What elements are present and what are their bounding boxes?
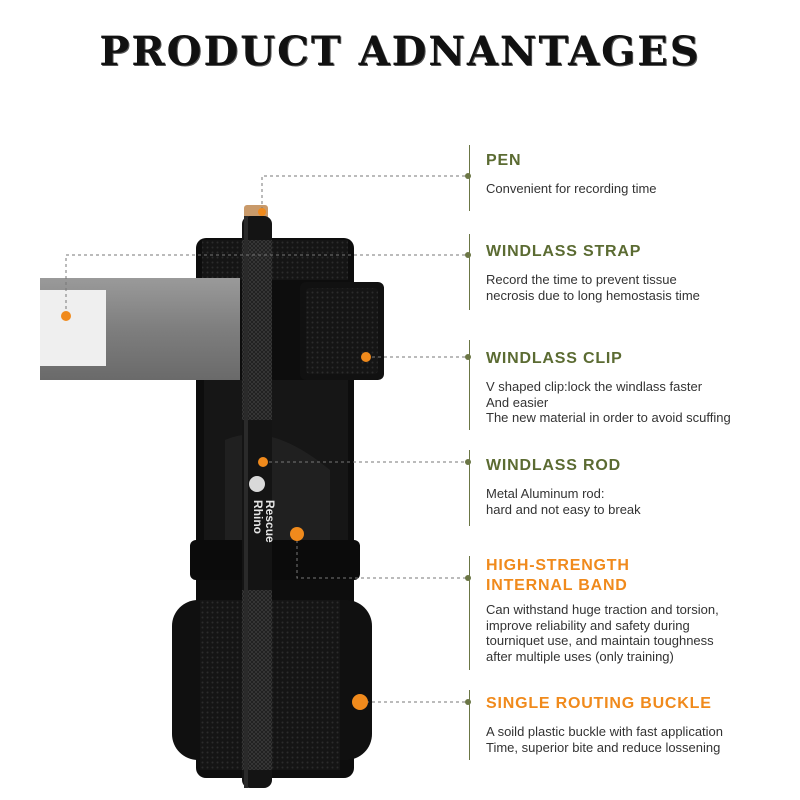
marker-rod [258,457,268,467]
separator-buckle [469,690,470,760]
brand-name-line2: Rescue [263,500,277,543]
feature-pen: PEN Convenient for recording time [486,151,786,197]
separator-pen [469,145,470,211]
page-title: PRODUCT ADNANTAGES [99,28,701,75]
feature-single-routing-buckle: SINGLE ROUTING BUCKLE A soild plastic bu… [486,694,786,755]
feature-windlass-clip: WINDLASS CLIP V shaped clip:lock the win… [486,349,786,426]
feature-description: V shaped clip:lock the windlass faster A… [486,379,731,425]
separator-strap [469,234,470,310]
leader-pen [261,175,466,210]
marker-pen [258,208,266,216]
brand-name-line1: Rhino [251,500,265,534]
feature-title: PEN [486,152,522,169]
feature-title: SINGLE ROUTING BUCKLE [486,695,712,712]
feature-internal-band: HIGH-STRENGTH INTERNAL BAND Can withstan… [486,556,786,664]
feature-title-line1: HIGH-STRENGTH [486,557,630,574]
feature-description: Convenient for recording time [486,181,657,196]
leader-band [296,534,466,579]
velcro-panel [202,240,348,280]
marker-clip [361,352,371,362]
leader-strap [65,254,466,315]
lower-band [190,540,360,580]
feature-title: WINDLASS STRAP [486,243,642,260]
feature-description: Metal Aluminum rod: hard and not easy to… [486,486,641,517]
separator-clip [469,340,470,430]
feature-title-line2: INTERNAL BAND [486,577,628,594]
feature-title: WINDLASS ROD [486,457,621,474]
separator-rod [469,450,470,526]
marker-strap [61,311,71,321]
time-label [40,290,106,366]
feature-description: A soild plastic buckle with fast applica… [486,724,724,755]
feature-description: Can withstand huge traction and torsion,… [486,602,719,664]
feature-windlass-strap: WINDLASS STRAP Record the time to preven… [486,242,786,303]
brand-logo-icon [249,476,265,492]
feature-description: Record the time to prevent tissue necros… [486,272,700,303]
marker-buckle [352,694,368,710]
feature-title: WINDLASS CLIP [486,350,623,367]
separator-band [469,556,470,670]
marker-band [290,527,304,541]
feature-windlass-rod: WINDLASS ROD Metal Aluminum rod: hard an… [486,456,786,517]
